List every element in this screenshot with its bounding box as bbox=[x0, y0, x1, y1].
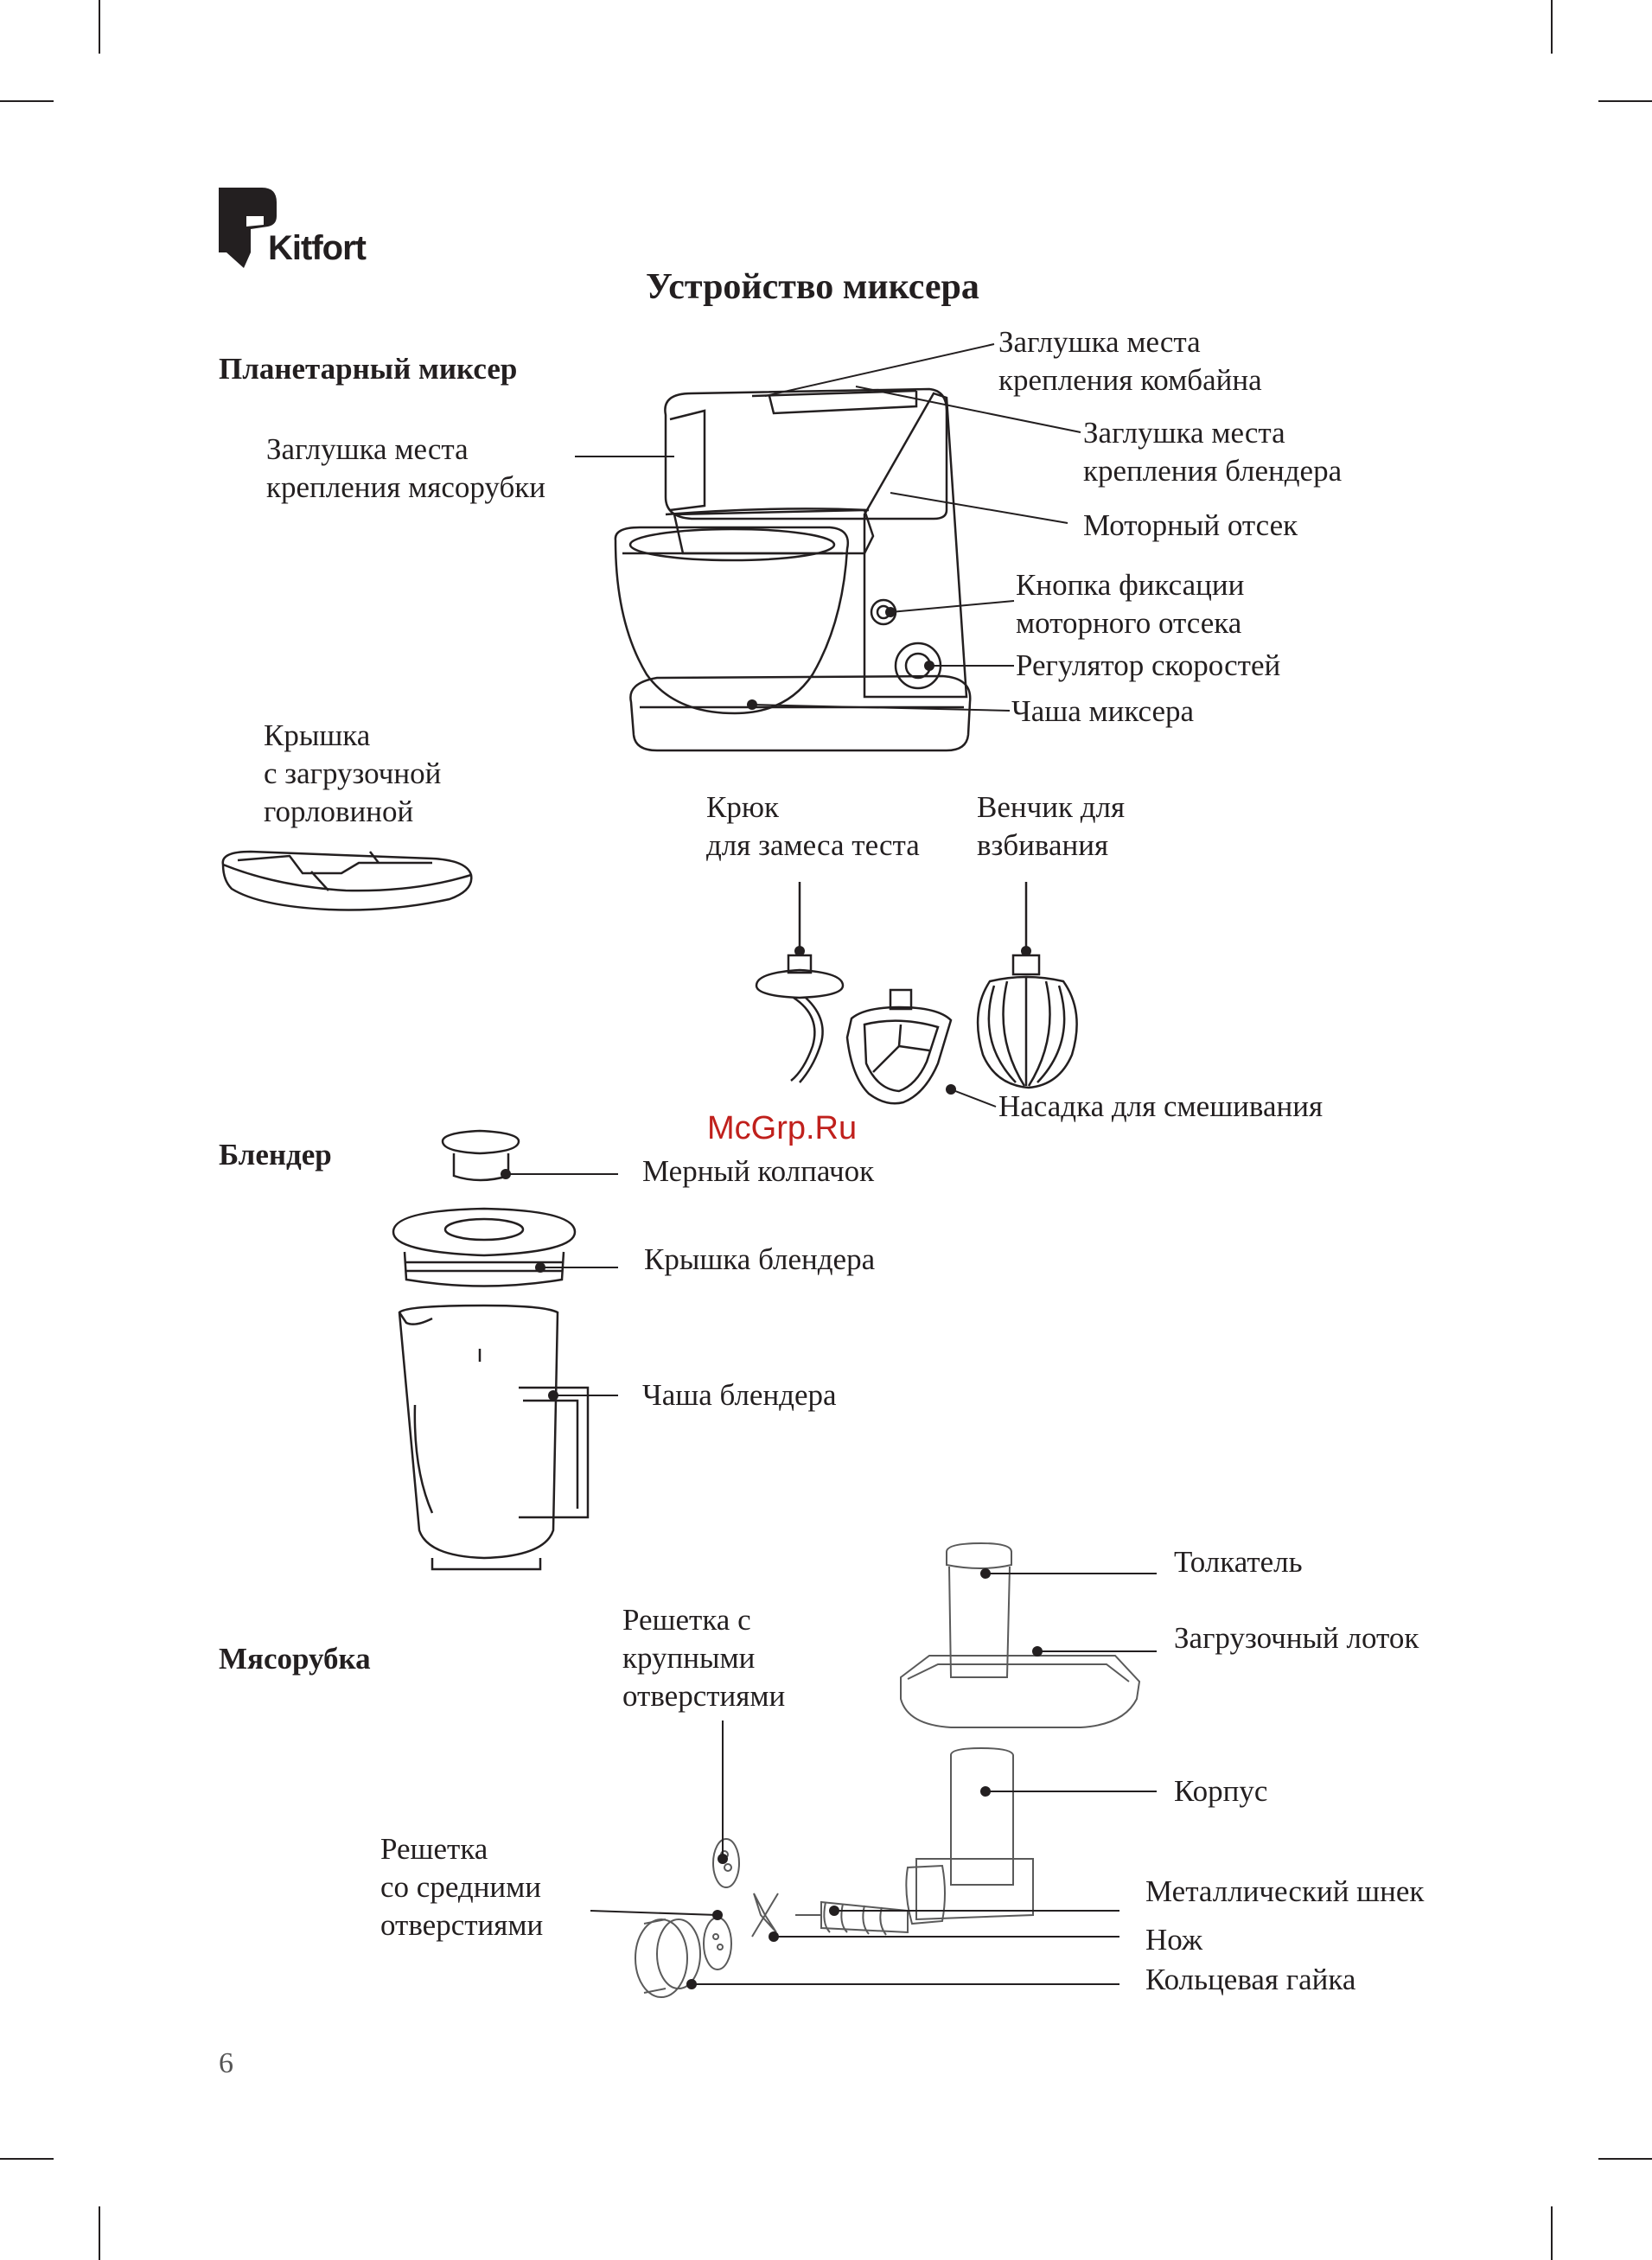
label-knife: Нож bbox=[1145, 1923, 1203, 1957]
label-medium-plate-3: отверстиями bbox=[380, 1908, 544, 1942]
label-lock-button-2: моторного отсека bbox=[1016, 606, 1242, 640]
label-blender-cap-2: крепления блендера bbox=[1083, 454, 1343, 488]
label-blender-lid: Крышка блендера bbox=[644, 1242, 876, 1276]
label-coarse-plate-1: Решетка с bbox=[622, 1603, 751, 1637]
label-coarse-plate-3: отверстиями bbox=[622, 1679, 786, 1713]
label-combine-cap-2: крепления комбайна bbox=[998, 363, 1262, 397]
label-screw: Металлический шнек bbox=[1145, 1874, 1425, 1908]
label-lid-3: горловиной bbox=[264, 795, 414, 828]
label-bowl: Чаша миксера bbox=[1011, 694, 1195, 728]
section-heading-blender: Блендер bbox=[219, 1138, 332, 1171]
brand-logo-text: Kitfort bbox=[268, 229, 367, 267]
label-lock-button-1: Кнопка фиксации bbox=[1016, 568, 1245, 602]
label-grinder-cap-1: Заглушка места bbox=[266, 432, 469, 466]
label-combine-cap-1: Заглушка места bbox=[998, 325, 1201, 359]
label-hook-2: для замеса теста bbox=[706, 828, 920, 862]
label-lid-2: с загрузочной bbox=[264, 757, 442, 790]
mixer-lid-illustration bbox=[221, 850, 473, 911]
page-title: Устройство миксера bbox=[646, 267, 979, 307]
label-whisk-1: Венчик для bbox=[977, 790, 1126, 824]
label-medium-plate-2: со средними bbox=[380, 1870, 542, 1904]
grinder-callouts bbox=[590, 1573, 1157, 1985]
beater-illustration bbox=[845, 988, 953, 1105]
grinder-illustration bbox=[635, 1542, 1141, 1998]
watermark: McGrp.Ru bbox=[707, 1110, 858, 1146]
label-hook-1: Крюк bbox=[706, 790, 779, 824]
label-tray: Загрузочный лоток bbox=[1174, 1621, 1419, 1655]
label-blender-jar: Чаша блендера bbox=[642, 1378, 837, 1412]
blender-illustration bbox=[392, 1129, 590, 1571]
blender-callouts bbox=[506, 1173, 618, 1396]
label-pusher: Толкатель bbox=[1174, 1545, 1303, 1579]
label-motor: Моторный отсек bbox=[1083, 508, 1298, 542]
callout-dots bbox=[501, 607, 1043, 1989]
mixer-callouts bbox=[575, 343, 1081, 712]
mixer-illustration bbox=[614, 387, 972, 752]
label-whisk-2: взбивания bbox=[977, 828, 1109, 862]
attachment-callouts bbox=[950, 1089, 997, 1108]
label-body: Корпус bbox=[1174, 1774, 1268, 1808]
section-heading-planetary: Планетарный миксер bbox=[219, 352, 518, 386]
hook-illustration bbox=[755, 882, 845, 1083]
label-speed: Регулятор скоростей bbox=[1016, 648, 1281, 682]
label-beater: Насадка для смешивания bbox=[998, 1089, 1324, 1123]
page-number: 6 bbox=[219, 2047, 233, 2079]
label-grinder-cap-2: крепления мясорубки bbox=[266, 470, 545, 504]
label-ring-nut: Кольцевая гайка bbox=[1145, 1963, 1356, 1996]
label-medium-plate-1: Решетка bbox=[380, 1832, 488, 1866]
section-heading-grinder: Мясорубка bbox=[219, 1642, 371, 1676]
label-blender-measuring-cap: Мерный колпачок bbox=[642, 1154, 875, 1188]
label-lid-1: Крышка bbox=[264, 718, 371, 752]
kitfort-logo-mark bbox=[219, 188, 277, 268]
whisk-illustration bbox=[976, 882, 1078, 1089]
label-blender-cap-1: Заглушка места bbox=[1083, 416, 1285, 450]
label-coarse-plate-2: крупными bbox=[622, 1641, 756, 1675]
